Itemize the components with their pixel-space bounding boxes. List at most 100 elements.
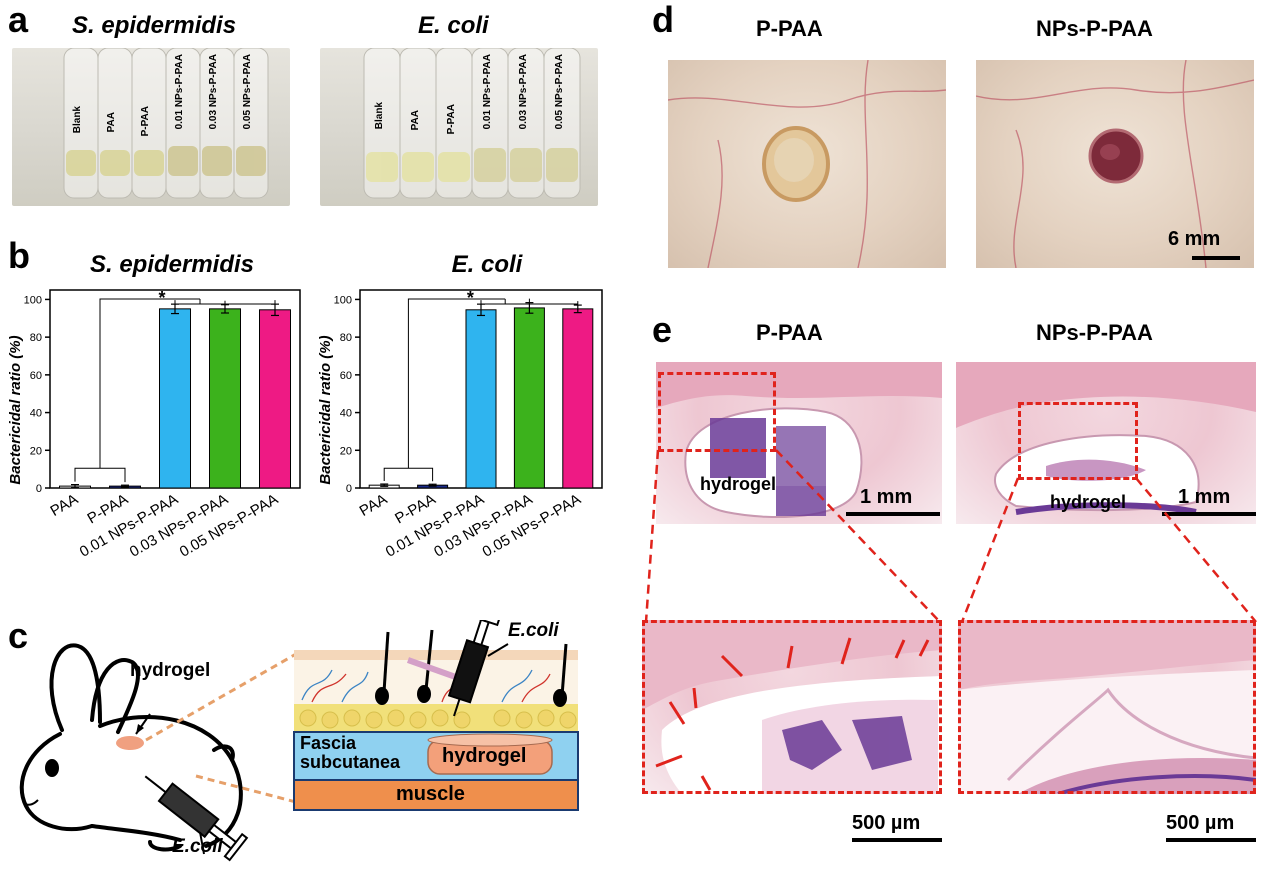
vials-illustration-left bbox=[63, 47, 269, 199]
scale-bar bbox=[846, 512, 940, 516]
vial-label: 0.05 NPs-P-PAA bbox=[242, 54, 253, 130]
vial-label: 0.01 NPs-P-PAA bbox=[482, 54, 493, 130]
y-tick-label: 40 bbox=[30, 408, 42, 420]
tissue-layers-illustration bbox=[293, 609, 579, 811]
panel-letter-d: d bbox=[652, 0, 674, 40]
scale-bar bbox=[1192, 256, 1240, 260]
hydrogel-implant bbox=[116, 736, 144, 750]
scale-bar-label: 500 µm bbox=[1166, 812, 1235, 834]
scale-bar-label: 1 mm bbox=[860, 486, 913, 508]
significance-star: * bbox=[467, 288, 474, 308]
skin-photo-p-paa bbox=[667, 59, 947, 269]
histology-illustration bbox=[642, 620, 942, 794]
y-tick-label: 40 bbox=[340, 408, 352, 420]
y-tick-label: 20 bbox=[340, 445, 352, 457]
hydrogel-label: hydrogel bbox=[1050, 492, 1127, 512]
bar-chart-e-coli: E. coli Bactericidal ratio (%) 0 20 40 60 80… bbox=[317, 251, 603, 561]
significance-star: * bbox=[158, 288, 165, 308]
scale-bar bbox=[1162, 512, 1256, 516]
x-tick-label: PAA bbox=[47, 491, 81, 520]
zoom-frame bbox=[642, 620, 942, 794]
vial-label: 0.05 NPs-P-PAA bbox=[554, 54, 565, 130]
zoom-connector-lines bbox=[644, 449, 1257, 623]
histology-overview-nps-p-paa: hydrogel 1 mm bbox=[956, 362, 1256, 524]
y-tick-label: 100 bbox=[334, 294, 352, 306]
y-tick-label: 80 bbox=[30, 332, 42, 344]
y-tick-label: 0 bbox=[346, 483, 352, 495]
vial-label: 0.01 NPs-P-PAA bbox=[174, 54, 185, 130]
panel-d-left-title: P-PAA bbox=[756, 16, 823, 41]
scale-bar bbox=[1166, 838, 1256, 842]
rabbit-ecoli-label: E.coli bbox=[172, 836, 223, 857]
syringe-ecoli-label: E.coli bbox=[508, 620, 559, 641]
zoom-region-box bbox=[1018, 402, 1138, 480]
y-tick-label: 80 bbox=[340, 332, 352, 344]
panel-d-right-title: NPs-P-PAA bbox=[1036, 16, 1153, 41]
significance-bracket bbox=[74, 467, 126, 483]
rabbit-eye bbox=[45, 759, 59, 777]
histology-zoom-nps-p-paa bbox=[958, 620, 1257, 796]
bar bbox=[159, 308, 191, 489]
scale-bar-label: 6 mm bbox=[1168, 228, 1221, 250]
zoom-frame bbox=[958, 620, 1256, 794]
scale-bar-label: 1 mm bbox=[1178, 486, 1231, 508]
rabbit-illustration bbox=[19, 643, 297, 862]
tissue-cross-section: Fascia subcutanea hydrogel muscle E.coli bbox=[292, 609, 584, 812]
panel-a-left-title: S. epidermidis bbox=[72, 12, 237, 39]
vial-label: P-PAA bbox=[446, 104, 457, 135]
bar bbox=[465, 309, 497, 489]
significance-bracket bbox=[383, 467, 434, 482]
bar bbox=[513, 307, 545, 489]
bar bbox=[259, 309, 291, 489]
vials-illustration-right bbox=[363, 47, 581, 199]
y-tick-label: 60 bbox=[30, 370, 42, 382]
scale-bar bbox=[852, 838, 942, 842]
panel-letter-a: a bbox=[8, 0, 29, 40]
chart-title: E. coli bbox=[452, 251, 524, 278]
hydrogel-label: hydrogel bbox=[700, 474, 777, 494]
hydrogel-layer-label: hydrogel bbox=[442, 745, 527, 767]
panel-a-right-title: E. coli bbox=[418, 12, 489, 39]
zoom-region-box bbox=[658, 372, 776, 452]
panel-letter-e: e bbox=[652, 309, 673, 350]
skin-photo-illustration bbox=[975, 59, 1255, 269]
significance-bracket bbox=[99, 298, 200, 469]
skin-photo-illustration bbox=[667, 59, 947, 269]
vial-label: P-PAA bbox=[140, 106, 151, 137]
vial-label: 0.03 NPs-P-PAA bbox=[518, 54, 529, 130]
y-tick-label: 0 bbox=[36, 483, 42, 495]
bar-chart-s-epidermidis: S. epidermidis Bactericidal ratio (%) 02… bbox=[7, 251, 301, 561]
syringe-icon bbox=[144, 775, 249, 862]
panel-letter-b: b bbox=[8, 235, 30, 276]
vial-label: PAA bbox=[410, 110, 421, 131]
histology-overview-p-paa: hydrogel 1 mm bbox=[656, 362, 942, 524]
muscle-label: muscle bbox=[396, 783, 465, 805]
arrow-markers bbox=[655, 637, 930, 791]
vial-photo-s-epidermidis: Blank PAA P-PAA 0.01 NPs-P-PAA 0.03 NPs-… bbox=[12, 47, 290, 206]
rabbit-hydrogel-label: hydrogel bbox=[130, 660, 211, 681]
scale-bar-label: 500 µm bbox=[852, 812, 921, 834]
vial-label: PAA bbox=[106, 112, 117, 133]
histology-zoom-p-paa bbox=[642, 620, 942, 794]
y-axis-label: Bactericidal ratio (%) bbox=[317, 335, 334, 484]
vial-label: Blank bbox=[72, 106, 83, 134]
panel-e-right-title: NPs-P-PAA bbox=[1036, 320, 1153, 345]
x-tick-label: PAA bbox=[357, 491, 391, 520]
y-tick-label: 60 bbox=[340, 370, 352, 382]
vial-label: Blank bbox=[374, 102, 385, 130]
y-tick-label: 100 bbox=[24, 294, 42, 306]
y-axis-label: Bactericidal ratio (%) bbox=[7, 335, 24, 484]
fascia-label: Fascia subcutanea bbox=[300, 733, 401, 772]
panel-e-left-title: P-PAA bbox=[756, 320, 823, 345]
histology-illustration bbox=[958, 620, 1257, 796]
skin-photo-nps-p-paa bbox=[975, 59, 1255, 269]
vial-photo-e-coli: Blank PAA P-PAA 0.01 NPs-P-PAA 0.03 NPs-… bbox=[320, 47, 598, 206]
vial-label: 0.03 NPs-P-PAA bbox=[208, 54, 219, 130]
panel-letter-c: c bbox=[8, 615, 29, 656]
chart-title: S. epidermidis bbox=[90, 251, 254, 278]
significance-bracket bbox=[407, 298, 506, 469]
bar bbox=[562, 308, 594, 489]
bar bbox=[209, 308, 241, 489]
